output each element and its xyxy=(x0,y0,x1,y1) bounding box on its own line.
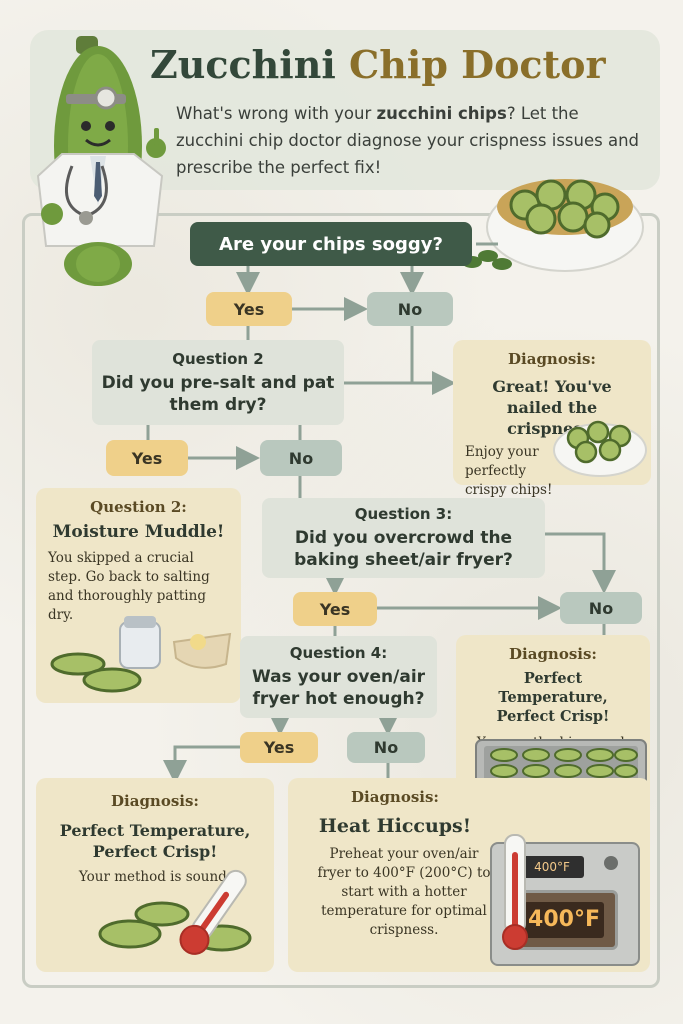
diagnosis-body: Enjoy your perfectly crispy chips! xyxy=(465,444,553,498)
moisture-subtitle: Moisture Muddle! xyxy=(52,522,225,542)
diagnosis-body: Preheat your oven/air fryer to 400°F (20… xyxy=(317,846,491,938)
title-accent: Chip Doctor xyxy=(349,42,606,87)
intro-suffix: ? Let the zucchini chip doctor diagnose … xyxy=(176,104,640,177)
question-2-text: Did you pre-salt and pat them dry? xyxy=(101,372,335,415)
moisture-muddle-card: Question 2: Moisture Muddle! You skipped… xyxy=(36,488,241,703)
diagnosis-heading: Diagnosis: xyxy=(111,792,199,810)
question-3-heading: Question 3: xyxy=(354,505,453,523)
diagnosis-body: Your method is sound. xyxy=(78,869,232,885)
thermometer-bulb xyxy=(502,924,528,950)
oven-display-large: 400°F xyxy=(524,902,604,938)
diagnosis-subtitle: Heat Hiccups! xyxy=(318,815,472,837)
intro-text: What's wrong with your zucchini chips? L… xyxy=(176,100,646,180)
yes-badge: Yes xyxy=(106,440,188,476)
root-question: Are your chips soggy? xyxy=(190,222,472,266)
intro-prefix: What's wrong with your xyxy=(176,104,372,123)
thermometer-fill xyxy=(512,852,518,930)
yes-badge: Yes xyxy=(240,732,318,763)
yes-badge: Yes xyxy=(206,292,292,326)
moisture-heading: Question 2: xyxy=(90,498,187,516)
diagnosis-heading: Diagnosis: xyxy=(351,788,439,806)
question-3-text: Did you overcrowd the baking sheet/air f… xyxy=(294,528,513,570)
salt-shaker-icon xyxy=(50,616,232,693)
oven-display-small: 400°F xyxy=(520,856,584,878)
no-badge: No xyxy=(560,592,642,624)
diagnosis-heading: Diagnosis: xyxy=(509,645,597,663)
moisture-body: You skipped a crucial step. Go back to s… xyxy=(48,550,210,623)
no-badge: No xyxy=(367,292,453,326)
question-4-box: Question 4: Was your oven/air fryer hot … xyxy=(240,636,437,718)
chips-bowl-icon xyxy=(486,179,644,272)
question-3-box: Question 3: Did you overcrowd the baking… xyxy=(262,498,545,578)
intro-bold: zucchini chips xyxy=(376,104,507,123)
question-4-text: Was your oven/air fryer hot enough? xyxy=(251,667,426,709)
flowchart-frame xyxy=(22,213,660,988)
no-badge: No xyxy=(260,440,342,476)
question-4-heading: Question 4: xyxy=(289,644,388,662)
yes-badge: Yes xyxy=(293,592,377,626)
chips-bowl-icon xyxy=(553,420,647,477)
question-2-box: Question 2 Did you pre-salt and pat them… xyxy=(92,340,344,425)
diagnosis-subtitle: Perfect Temperature, Perfect Crisp! xyxy=(59,821,251,861)
page-title: Zucchini Chip Doctor xyxy=(150,42,610,98)
thermometer-icon xyxy=(98,869,252,955)
title-main: Zucchini xyxy=(150,42,336,87)
diagnosis-heading: Diagnosis: xyxy=(508,350,596,368)
no-badge: No xyxy=(347,732,425,763)
diagnosis-subtitle: Perfect Temperature, Perfect Crisp! xyxy=(496,670,610,725)
doctor-zucchini-icon xyxy=(36,36,166,286)
question-2-heading: Question 2 xyxy=(172,349,264,368)
